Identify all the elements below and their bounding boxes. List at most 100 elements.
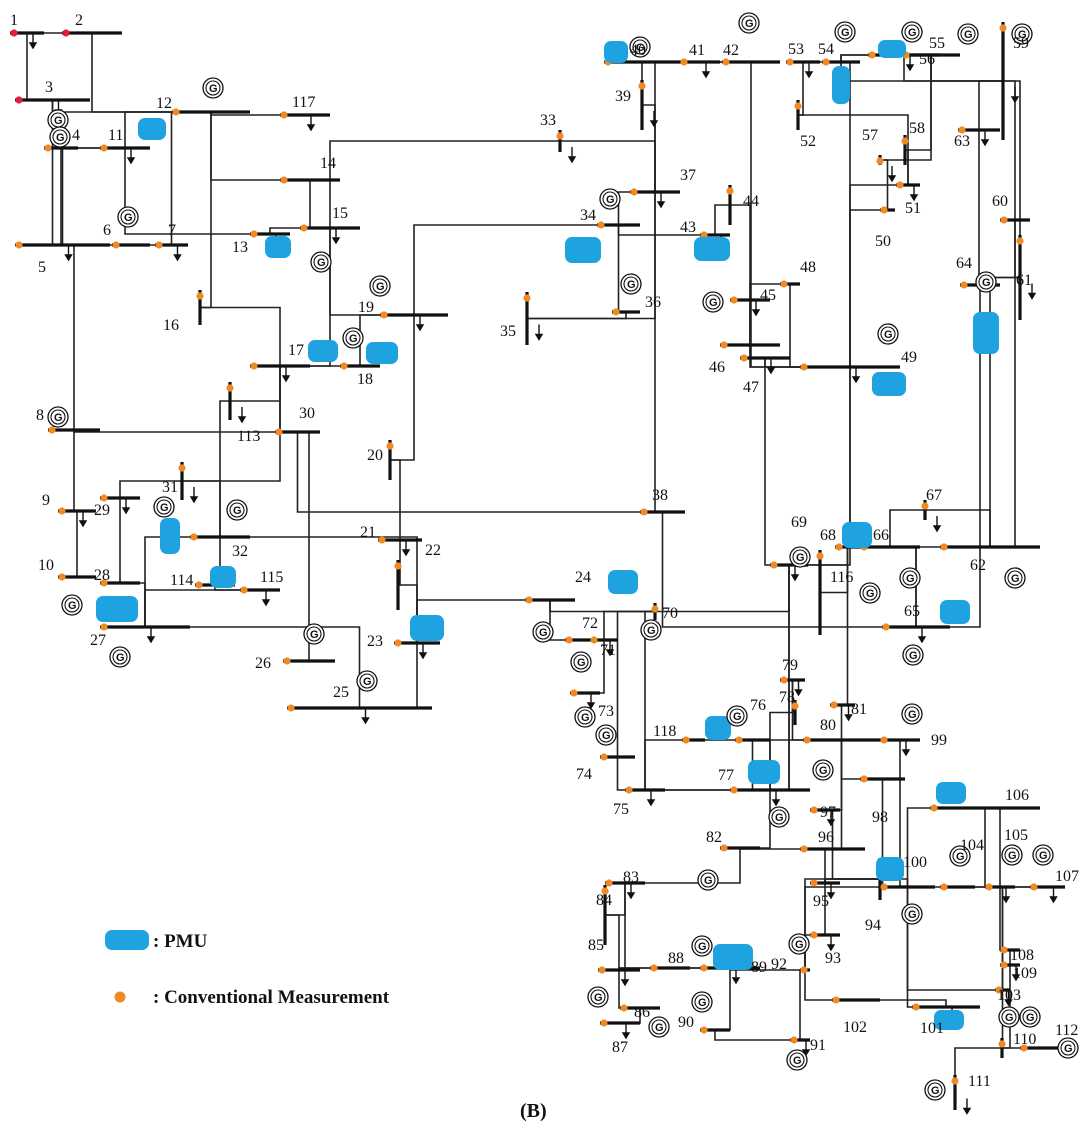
bus-label-54: 54 bbox=[818, 41, 834, 58]
generator-icon-73: G bbox=[575, 707, 595, 727]
bus-label-40: 40 bbox=[630, 42, 646, 59]
measurement-dot-92 bbox=[800, 966, 807, 973]
pmu-marker-77 bbox=[748, 760, 780, 784]
bus-label-2: 2 bbox=[75, 12, 83, 29]
load-arrow-head-77 bbox=[773, 800, 779, 805]
bus-label-15: 15 bbox=[332, 205, 348, 222]
bus-label-116: 116 bbox=[830, 569, 853, 586]
load-arrow-head-41 bbox=[703, 72, 709, 77]
generator-icon-61: G bbox=[976, 272, 996, 292]
measurement-dot-37 bbox=[630, 188, 637, 195]
svg-text:G: G bbox=[931, 1085, 940, 1097]
svg-text:G: G bbox=[594, 992, 603, 1004]
measurement-dot-20 bbox=[386, 442, 393, 449]
load-arrow-head-113 bbox=[239, 417, 245, 422]
measurement-dot-26 bbox=[283, 657, 290, 664]
pmu-marker-31 bbox=[160, 518, 180, 554]
svg-text:G: G bbox=[908, 709, 917, 721]
generator-icon-100: G bbox=[902, 904, 922, 924]
svg-text:G: G bbox=[317, 257, 326, 269]
bus-label-5: 5 bbox=[38, 259, 46, 276]
generator-icon-26: G bbox=[304, 624, 324, 644]
measurement-dot-25 bbox=[287, 704, 294, 711]
bus-label-76: 76 bbox=[750, 697, 766, 714]
bus-label-51: 51 bbox=[905, 200, 921, 217]
line-56-59 bbox=[931, 55, 1003, 81]
generator-icon-15: G bbox=[311, 252, 331, 272]
bus-label-56: 56 bbox=[919, 51, 935, 68]
measurement-dot-88 bbox=[650, 964, 657, 971]
measurement-dot-111 bbox=[951, 1077, 958, 1084]
line-60-62 bbox=[990, 220, 1015, 547]
bus-label-103: 103 bbox=[997, 987, 1021, 1004]
pmu-marker-13 bbox=[265, 236, 291, 258]
pmu-marker-40 bbox=[604, 41, 628, 63]
measurement-dot-105 bbox=[985, 883, 992, 890]
bus-label-52: 52 bbox=[800, 133, 816, 150]
line-74-75 bbox=[618, 757, 646, 790]
generator-icon-62: G bbox=[1005, 568, 1025, 588]
bus-label-57: 57 bbox=[862, 127, 878, 144]
svg-text:G: G bbox=[647, 625, 656, 637]
measurement-dot-104 bbox=[940, 883, 947, 890]
legend: : PMU : Conventional Measurement bbox=[105, 930, 390, 1008]
measurement-dot-83 bbox=[605, 879, 612, 886]
svg-text:G: G bbox=[698, 941, 707, 953]
bus-label-20: 20 bbox=[367, 447, 383, 464]
generator-icon-72: G bbox=[571, 652, 591, 672]
figure-caption: (B) bbox=[520, 1100, 547, 1122]
measurement-dot-13 bbox=[250, 230, 257, 237]
load-arrow-head-79 bbox=[796, 690, 802, 695]
measurement-dot-23 bbox=[394, 639, 401, 646]
line-19-20 bbox=[390, 315, 414, 460]
generator-icon-77: G bbox=[769, 807, 789, 827]
line-83-85 bbox=[619, 883, 625, 970]
bus-label-104: 104 bbox=[960, 837, 984, 854]
pmu-marker-54 bbox=[832, 66, 850, 104]
pmu-marker-100 bbox=[876, 857, 904, 881]
measurement-dot-5 bbox=[15, 241, 22, 248]
generator-icon-103: G bbox=[999, 1007, 1019, 1027]
measurement-dot-109 bbox=[1000, 961, 1007, 968]
legend-measurement-dot bbox=[115, 992, 126, 1003]
load-arrow-head-7 bbox=[175, 255, 181, 260]
load-arrow-head-69 bbox=[792, 575, 798, 580]
bus-label-1: 1 bbox=[10, 12, 18, 29]
measurement-dot-54 bbox=[822, 58, 829, 65]
measurement-dot-113 bbox=[226, 384, 233, 391]
bus-label-36: 36 bbox=[645, 294, 661, 311]
line-3-12 bbox=[53, 100, 212, 112]
measurement-dot-38 bbox=[640, 508, 647, 515]
load-arrow-head-15 bbox=[333, 238, 339, 243]
line-49-54 bbox=[841, 62, 850, 367]
generator-icon-34: G bbox=[600, 189, 620, 209]
line-7-12 bbox=[172, 112, 212, 245]
load-arrow-head-87 bbox=[623, 1033, 629, 1038]
measurement-dot-46 bbox=[720, 341, 727, 348]
measurement-dot-69 bbox=[770, 561, 777, 568]
svg-text:G: G bbox=[606, 194, 615, 206]
pmu-marker-23 bbox=[410, 615, 444, 641]
generator-icon-12: G bbox=[203, 78, 223, 98]
bus-label-117: 117 bbox=[292, 94, 315, 111]
svg-text:G: G bbox=[909, 650, 918, 662]
pmu-marker-61 bbox=[973, 312, 999, 354]
measurement-dot-79 bbox=[780, 676, 787, 683]
load-arrow-head-75 bbox=[648, 800, 654, 805]
line-2-12 bbox=[92, 33, 211, 112]
pmu-markers bbox=[96, 40, 999, 1030]
generator-icon-91: G bbox=[787, 1050, 807, 1070]
generator-icon-18: G bbox=[343, 328, 363, 348]
load-arrow-head-83 bbox=[628, 893, 634, 898]
bus-label-84: 84 bbox=[596, 892, 612, 909]
measurement-dot-42 bbox=[722, 58, 729, 65]
line-31-32 bbox=[182, 481, 220, 537]
bus-label-44: 44 bbox=[743, 193, 759, 210]
load-arrow-head-21 bbox=[403, 550, 409, 555]
measurement-dot-10 bbox=[58, 573, 65, 580]
svg-text:G: G bbox=[363, 676, 372, 688]
pmu-marker-24 bbox=[608, 570, 638, 594]
bus-label-95: 95 bbox=[813, 893, 829, 910]
bus-label-69: 69 bbox=[791, 514, 807, 531]
bus-label-80: 80 bbox=[820, 717, 836, 734]
